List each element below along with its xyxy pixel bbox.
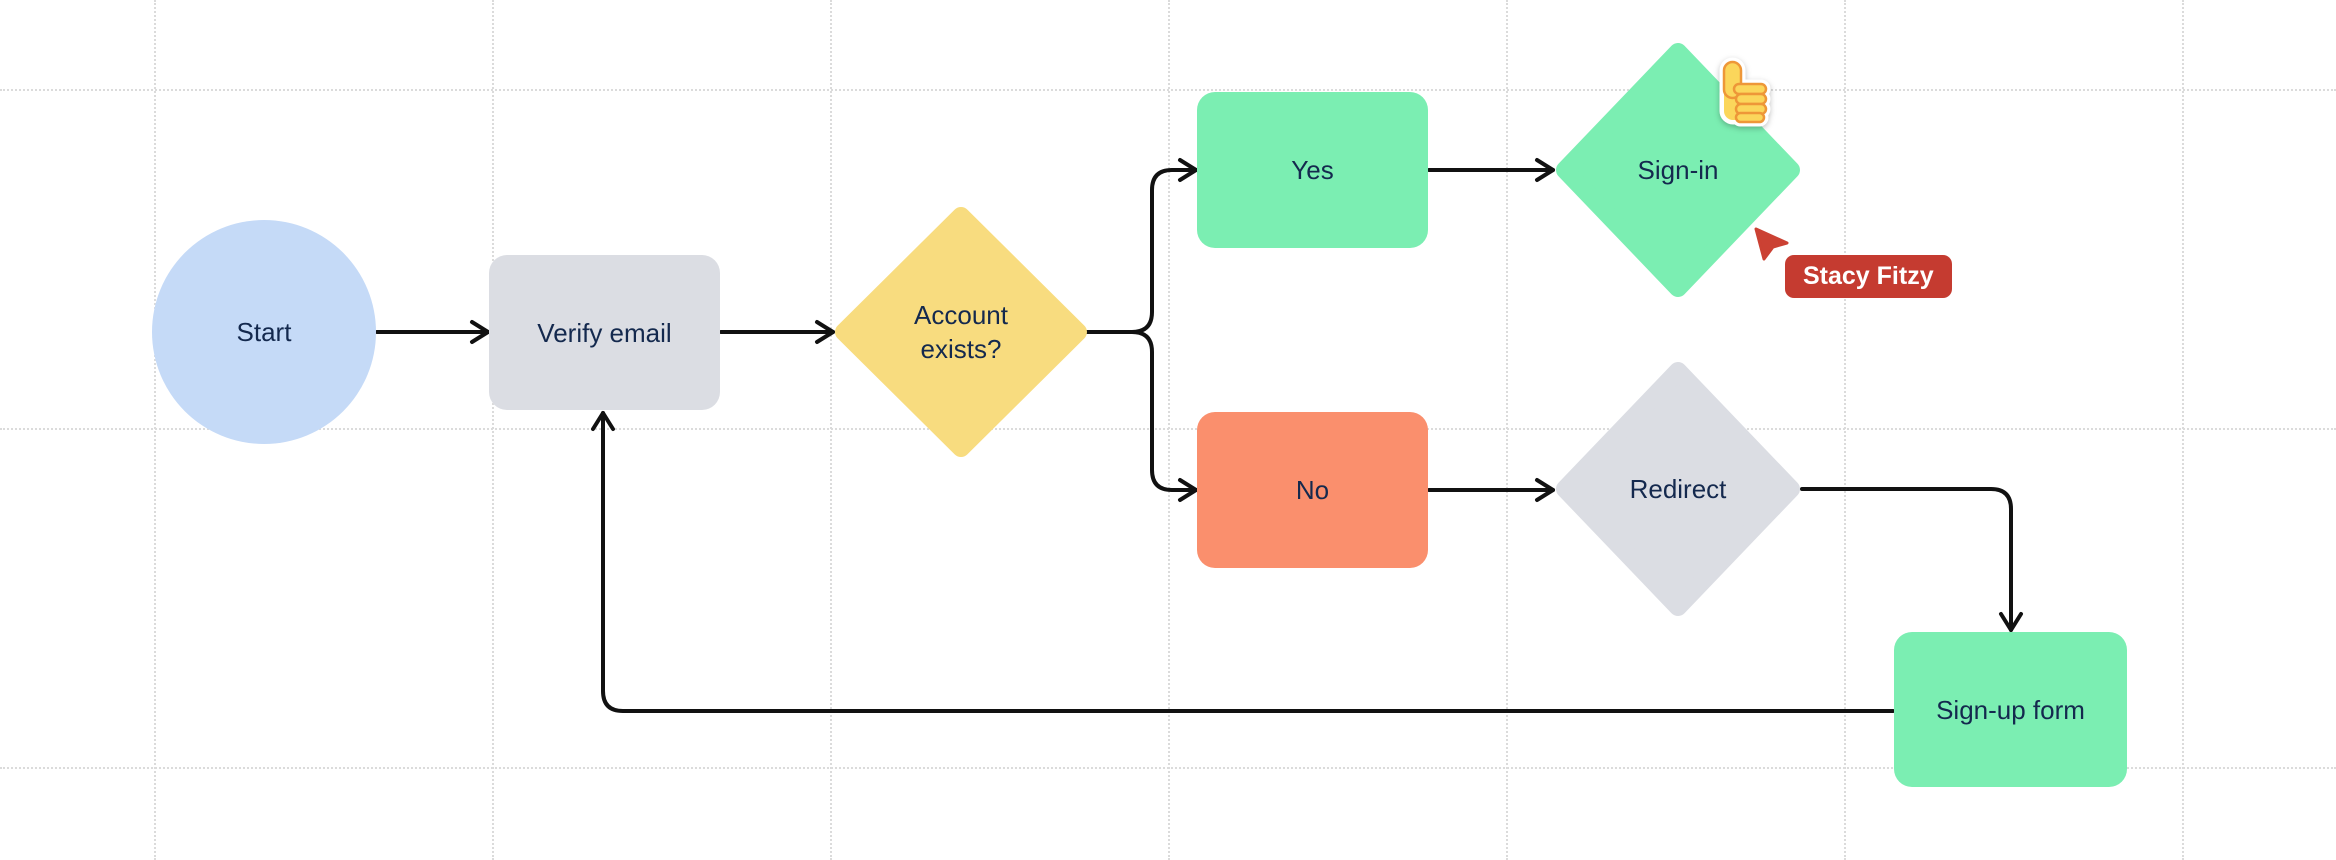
connector-account-exists-to-no[interactable] <box>1085 330 1198 502</box>
node-sign-in-label: Sign-in <box>1637 155 1719 185</box>
node-sign-up-form-label: Sign-up form <box>1936 694 2085 725</box>
node-verify-email-label: Verify email <box>537 317 672 348</box>
connector-sign-up-form-to-verify-email[interactable] <box>591 411 1895 713</box>
node-verify-email[interactable]: Verify email <box>489 255 720 410</box>
connector-account-exists-to-yes[interactable] <box>1085 158 1198 334</box>
cursor-pointer-icon <box>1754 227 1789 261</box>
node-yes-label: Yes <box>1291 155 1334 185</box>
grid-line-horizontal <box>0 767 2336 769</box>
node-start-label: Start <box>236 317 292 347</box>
grid-line-horizontal <box>0 428 2336 430</box>
diamond-shape <box>1556 362 1800 616</box>
diamond-shape <box>835 207 1087 457</box>
node-no[interactable]: No <box>1197 412 1428 568</box>
thumbs-up-icon[interactable] <box>1712 56 1774 127</box>
connector-redirect-to-sign-up-form[interactable] <box>1800 487 2023 632</box>
node-start[interactable]: Start <box>152 220 376 444</box>
node-redirect-label: Redirect <box>1629 474 1727 504</box>
collaborator-name: Stacy Fitzy <box>1803 262 1934 290</box>
grid-line-vertical <box>1506 0 1508 860</box>
grid-line-vertical <box>830 0 832 860</box>
grid-line-vertical <box>154 0 156 860</box>
node-no-label: No <box>1295 475 1330 505</box>
node-redirect[interactable]: Redirect <box>1556 362 1800 616</box>
node-yes[interactable]: Yes <box>1197 92 1428 248</box>
node-account-exists-label: Account exists? <box>914 300 1008 364</box>
grid-line-vertical <box>1844 0 1846 860</box>
node-sign-up-form[interactable]: Sign-up form <box>1894 632 2127 787</box>
grid-line-vertical <box>2182 0 2184 860</box>
grid-line-vertical <box>492 0 494 860</box>
collaborator-name-tag: Stacy Fitzy <box>1785 255 1952 298</box>
grid-line-horizontal <box>0 89 2336 91</box>
grid-line-vertical <box>1168 0 1170 860</box>
node-account-exists[interactable]: Account exists? <box>835 207 1087 457</box>
